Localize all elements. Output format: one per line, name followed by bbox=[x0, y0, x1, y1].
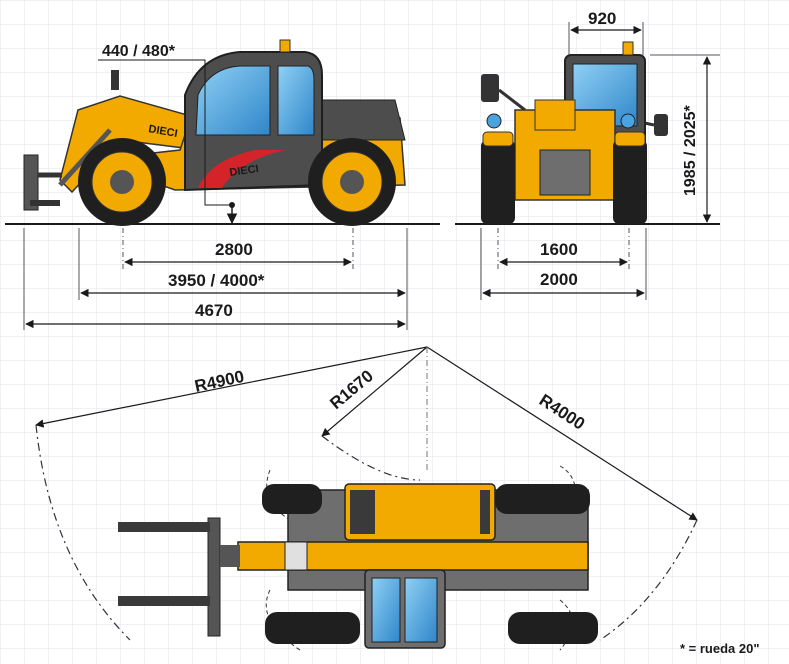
top-tyre-rear-right bbox=[508, 612, 598, 644]
top-fork-lower bbox=[118, 596, 210, 606]
fork bbox=[30, 200, 60, 206]
side-view: DIECI DIECI 440 / 480* 2800 bbox=[5, 39, 440, 330]
front-view: 920 1985 / 2025* 1600 2000 bbox=[455, 9, 720, 300]
dim-overall-width: 2000 bbox=[540, 270, 578, 289]
front-left-tyre bbox=[481, 140, 515, 224]
top-fork-upper bbox=[118, 522, 210, 532]
brand-logo-boom: DIECI bbox=[147, 123, 178, 140]
top-cab-window-left bbox=[371, 577, 401, 643]
arc-rear bbox=[599, 519, 698, 641]
brand-logo-cab: DIECI bbox=[229, 163, 260, 179]
dim-wheelbase: 2800 bbox=[215, 240, 253, 259]
top-tyre-rear-left bbox=[495, 484, 590, 514]
front-right-tyre bbox=[613, 140, 647, 224]
front-wheel bbox=[78, 138, 166, 226]
arc-outer bbox=[35, 424, 131, 641]
top-fork-carriage bbox=[207, 517, 221, 637]
cab-window-rear bbox=[277, 65, 315, 136]
brand-swoosh bbox=[198, 150, 285, 188]
top-tyre-front-right bbox=[265, 612, 360, 644]
top-engine-cover bbox=[344, 483, 496, 541]
top-view: R4900 R1670 R4000 bbox=[35, 346, 698, 651]
dim-track: 1600 bbox=[540, 240, 578, 259]
cab-window-front bbox=[195, 65, 271, 136]
fork-carriage bbox=[23, 154, 39, 211]
footnote: * = rueda 20" bbox=[680, 641, 760, 656]
top-cab-window-right bbox=[404, 577, 438, 643]
rear-wheel bbox=[308, 138, 396, 226]
dim-height: 1985 / 2025* bbox=[682, 104, 699, 196]
dim-cab-width: 920 bbox=[588, 9, 616, 28]
dim-clearance: 440 / 480* bbox=[102, 43, 176, 60]
dim-total-length: 4670 bbox=[195, 301, 233, 320]
top-tyre-front-left bbox=[262, 484, 322, 514]
dim-overall-length: 3950 / 4000* bbox=[168, 271, 265, 290]
